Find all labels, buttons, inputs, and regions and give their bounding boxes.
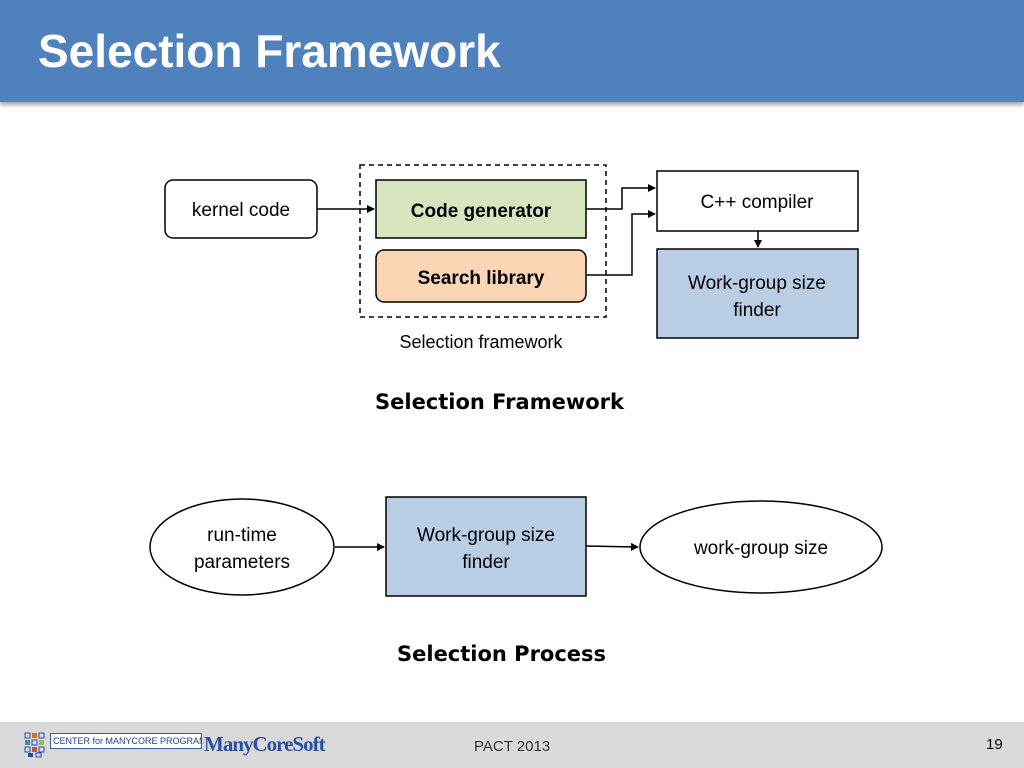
page-number: 19 (986, 736, 1003, 753)
center-manycore-programming-logo: CENTER for MANYCORE PROGRAMMING (24, 732, 202, 758)
code-generator-box (375, 179, 587, 239)
wg-finder-label-bottom-line1: Work-group size (417, 525, 555, 546)
wg-finder-box-bottom (385, 496, 587, 597)
work-group-size-label: work-group size (693, 538, 828, 559)
wg-finder-label-bottom-line2: finder (462, 552, 510, 573)
arrow-library-to-compiler (586, 210, 656, 276)
logo-center-text: CENTER for MANYCORE PROGRAMMING (50, 733, 202, 749)
footer-bar: CENTER for MANYCORE PROGRAMMING ManyCore… (0, 722, 1024, 768)
top-diagram: kernel code Code generator Search librar… (164, 164, 859, 352)
search-library-label: Search library (418, 268, 545, 289)
cpp-compiler-box (656, 170, 859, 232)
wg-finder-label-top-line1: Work-group size (688, 273, 826, 294)
manycoresoft-logo: ManyCoreSoft (204, 732, 326, 756)
runtime-parameters-line2: parameters (194, 552, 290, 573)
runtime-parameters-line1: run-time (207, 525, 277, 546)
search-library-box (375, 249, 587, 303)
logo-grid-icon (24, 732, 45, 758)
bottom-diagram: run-time parameters Work-group size find… (149, 496, 883, 597)
selection-framework-label: Selection framework (399, 332, 563, 352)
wg-finder-box-top (656, 248, 859, 339)
bottom-diagram-caption: Selection Process (397, 642, 607, 666)
wg-finder-label-top-line2: finder (733, 300, 781, 321)
code-generator-label: Code generator (411, 201, 552, 222)
top-diagram-caption: Selection Framework (375, 390, 624, 414)
kernel-code-label: kernel code (192, 200, 290, 221)
cpp-compiler-label: C++ compiler (701, 192, 815, 213)
slide-title: Selection Framework (38, 25, 501, 77)
footer-conference: PACT 2013 (474, 738, 551, 755)
work-group-size-ellipse (639, 500, 883, 594)
selection-framework-boundary (359, 164, 607, 318)
title-bar: Selection Framework (0, 0, 1024, 102)
runtime-parameters-ellipse (149, 498, 335, 596)
arrow-generator-to-compiler (586, 184, 656, 210)
arrow-finder-to-size (585, 542, 639, 551)
